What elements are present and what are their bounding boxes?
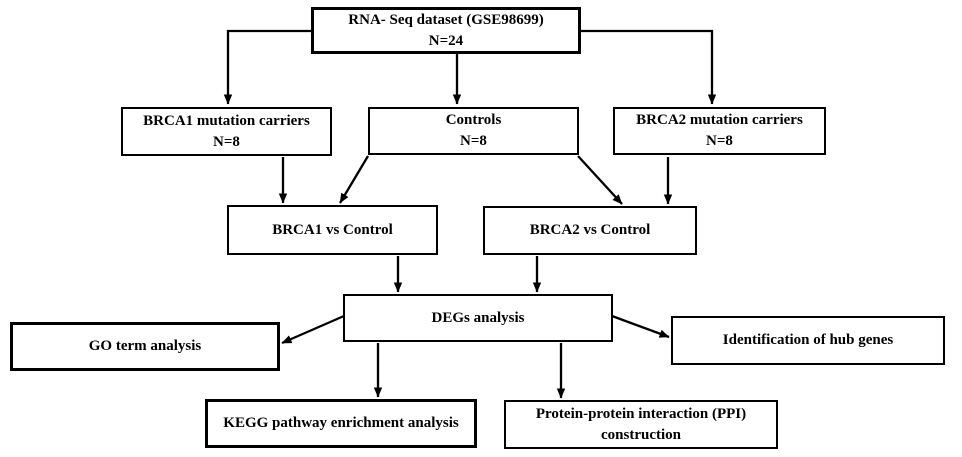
node-label: GO term analysis (88, 338, 202, 354)
arrow-degs-to-hub-genes (611, 314, 670, 339)
node-label: BRCA2 vs Control (529, 222, 651, 238)
arrow-degs-to-go-term (281, 314, 345, 345)
node-rna-seq-dataset: RNA- Seq dataset (GSE98699) N=24 (311, 7, 581, 54)
node-label: Protein-protein interaction (PPI) (535, 405, 747, 422)
node-label: Identification of hub genes (722, 332, 894, 348)
node-label: KEGG pathway enrichment analysis (223, 415, 459, 431)
node-sublabel: construction (601, 426, 681, 443)
node-label: DEGs analysis (431, 309, 525, 326)
node-identification-of-hub-genes: Identification of hub genes (671, 316, 945, 365)
node-brca2-vs-control: BRCA2 vs Control (483, 206, 697, 255)
node-brca1-vs-control: BRCA1 vs Control (227, 205, 438, 255)
node-label: Controls (445, 112, 502, 128)
node-label: BRCA2 mutation carriers (636, 112, 803, 128)
node-controls: Controls N=8 (368, 107, 579, 155)
node-label: BRCA1 vs Control (272, 221, 393, 238)
arrow-dataset-to-brca2-carriers (581, 29, 717, 105)
node-label: BRCA1 mutation carriers (143, 112, 310, 129)
node-sublabel: N=8 (213, 133, 240, 150)
arrow-controls-to-brca1-vs-control (339, 155, 369, 204)
node-sublabel: N=24 (428, 32, 464, 49)
arrow-controls-to-brca2-vs-control (577, 155, 623, 205)
node-go-term-analysis: GO term analysis (10, 322, 280, 371)
node-brca2-mutation-carriers: BRCA2 mutation carriers N=8 (613, 107, 826, 155)
node-sublabel: N=8 (706, 133, 733, 149)
arrow-dataset-to-brca1-carriers (223, 29, 311, 105)
node-brca1-mutation-carriers: BRCA1 mutation carriers N=8 (121, 107, 332, 156)
node-label: RNA- Seq dataset (GSE98699) (348, 11, 544, 28)
node-kegg-pathway-enrichment: KEGG pathway enrichment analysis (205, 399, 477, 448)
node-ppi-construction: Protein-protein interaction (PPI) constr… (504, 400, 778, 449)
node-degs-analysis: DEGs analysis (343, 294, 613, 342)
node-sublabel: N=8 (460, 133, 487, 149)
